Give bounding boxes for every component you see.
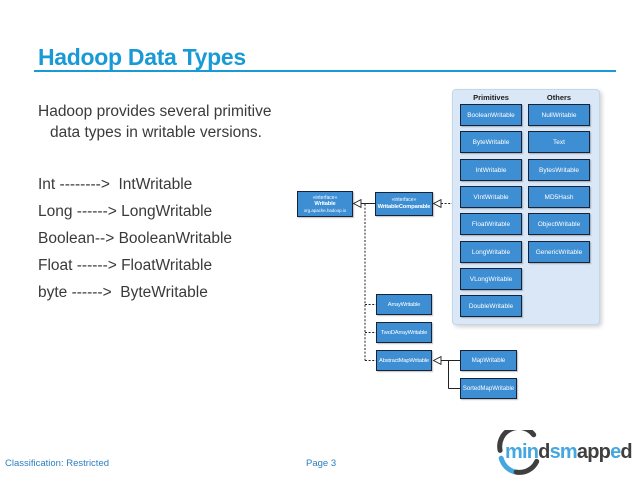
class-box-floatwritable: FloatWritable: [460, 213, 522, 235]
class-box-abstractmapwritable: AbstractMapWritable: [376, 350, 432, 371]
class-box-genericwritable: GenericWritable: [528, 241, 590, 263]
intro-line-1: Hadoop provides several primitive: [38, 103, 272, 120]
interface-stereotype: «interface»: [391, 197, 417, 204]
mindsmapped-logo-text: mindsmapped: [505, 441, 633, 464]
interface-name: Writable: [314, 200, 336, 207]
title-underline: [34, 70, 616, 72]
page-number: Page 3: [306, 458, 337, 469]
logo-segment: app: [576, 441, 611, 463]
classification-label: Classification: Restricted: [5, 458, 110, 469]
class-box-vlongwritable: VLongWritable: [460, 268, 522, 290]
class-box-md5hash: MD5Hash: [528, 186, 590, 208]
interface-package: org.apache.hadoop.io: [303, 207, 347, 213]
class-box-booleanwritable: BooleanWritable: [460, 104, 522, 126]
mapping-line: byte ------> ByteWritable: [38, 284, 208, 301]
class-box-text: Text: [528, 131, 590, 153]
class-box-mapwritable: MapWritable: [460, 350, 517, 371]
class-box-arraywritable: ArrayWritable: [376, 294, 432, 315]
column-header-primitives: Primitives: [473, 93, 509, 102]
logo-segment: d: [620, 441, 632, 463]
class-box-twodarraywritable: TwoDArrayWritable: [376, 322, 432, 343]
class-box-intwritable: IntWritable: [460, 159, 522, 181]
mapping-line: Float ------> FloatWritable: [38, 257, 213, 274]
interface-box-writable: «interface» Writable org.apache.hadoop.i…: [297, 191, 353, 217]
class-box-bytewritable: ByteWritable: [460, 131, 522, 153]
logo-segment: min: [505, 441, 539, 463]
column-header-others: Others: [546, 93, 572, 102]
mapping-line: Int --------> IntWritable: [38, 176, 193, 193]
mindsmapped-logo-arc-icon: [497, 430, 540, 475]
logo-segment: d: [538, 441, 550, 463]
class-box-sortedmapwritable: SortedMapWritable: [460, 378, 517, 399]
page-title: Hadoop Data Types: [38, 44, 246, 70]
interface-box-writablecomparable: «interface» WritableComparable: [375, 192, 433, 216]
interface-name: WritableComparable: [377, 203, 431, 210]
class-box-byteswritable: BytesWritable: [528, 159, 590, 181]
logo-segment: sm: [549, 441, 578, 463]
class-box-nullwritable: NullWritable: [528, 104, 590, 126]
logo-segment: e: [610, 441, 621, 463]
class-box-vintwritable: VIntWritable: [460, 186, 522, 208]
intro-line-2: data types in writable versions.: [50, 124, 262, 141]
class-box-longwritable: LongWritable: [460, 241, 522, 263]
class-box-doublewritable: DoubleWritable: [460, 295, 522, 317]
mapping-line: Boolean--> BooleanWritable: [38, 230, 233, 247]
interface-stereotype: «interface»: [312, 194, 338, 201]
mapping-line: Long ------> LongWritable: [38, 203, 213, 220]
class-box-objectwritable: ObjectWritable: [528, 213, 590, 235]
